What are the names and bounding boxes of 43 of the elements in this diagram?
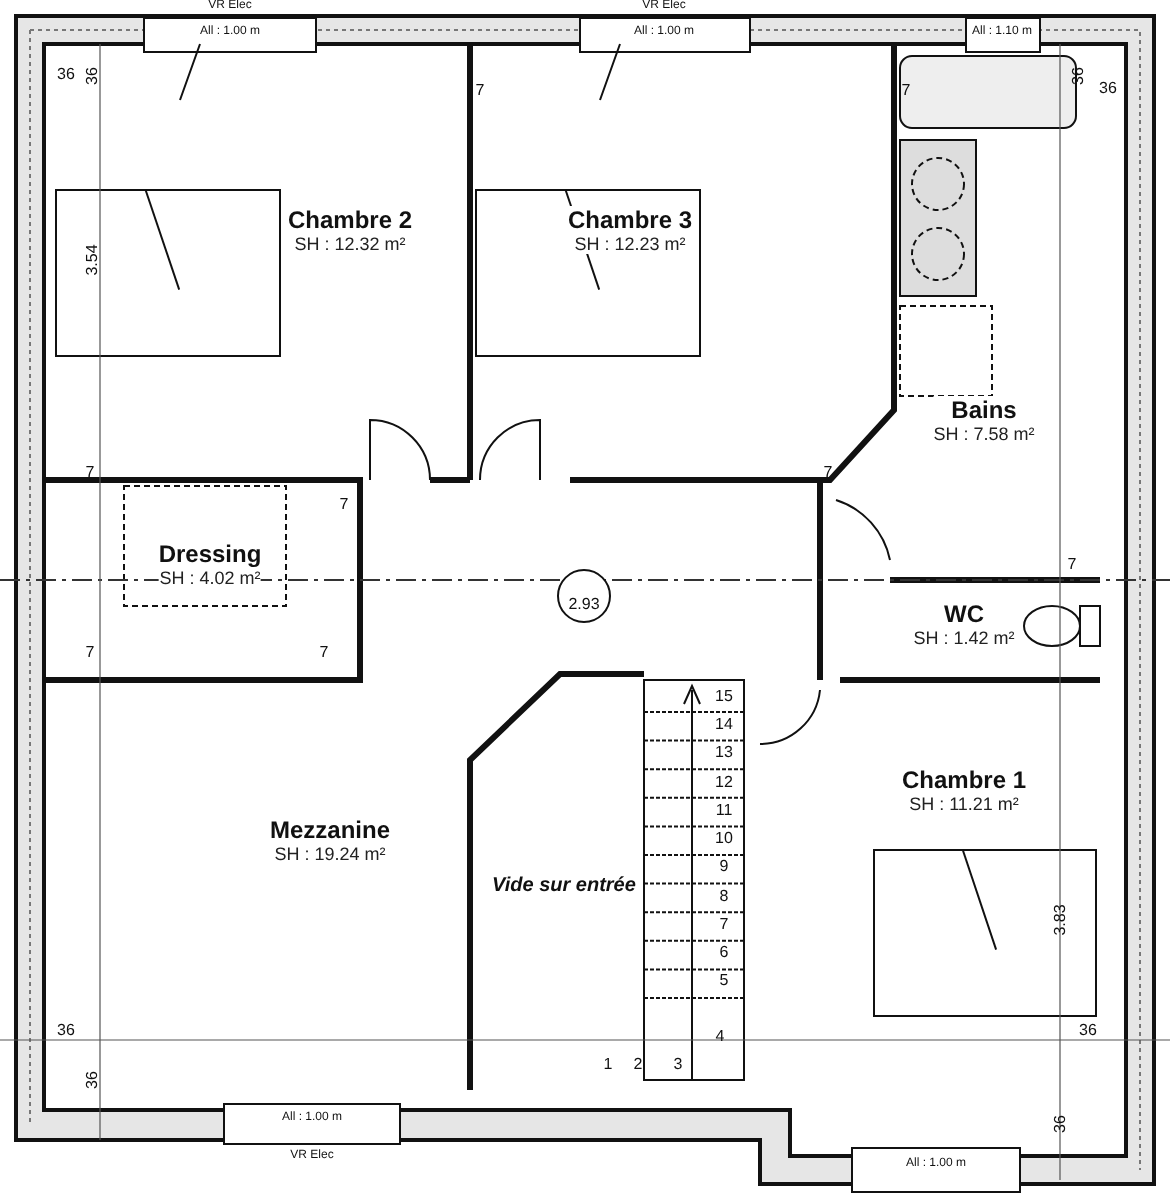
dimension-label: 7 — [901, 81, 911, 99]
room-name: Mezzanine — [270, 816, 390, 844]
step-number: 2 — [633, 1055, 643, 1073]
dimension-label: 7 — [319, 643, 329, 661]
dimension-label: 7 — [475, 81, 485, 99]
step-number: 7 — [719, 915, 729, 933]
dimension-label: 7 — [85, 463, 95, 481]
dimension-label: 36 — [1079, 1021, 1097, 1039]
step-number: 14 — [715, 715, 733, 733]
dimension-label: 36 — [83, 67, 101, 85]
dimension-label: 36 — [1051, 1115, 1069, 1133]
step-number: 6 — [719, 943, 729, 961]
dimension-label: 36 — [83, 1071, 101, 1089]
step-number: 15 — [715, 687, 733, 705]
dimension-label: 3.54 — [83, 244, 101, 276]
room-area: SH : 4.02 m² — [158, 568, 262, 588]
step-number: 4 — [715, 1027, 725, 1045]
room-name: Chambre 3 — [567, 206, 693, 234]
step-number: 9 — [719, 857, 729, 875]
room-name: Chambre 2 — [287, 206, 413, 234]
dimension-label: 7 — [339, 495, 349, 513]
dimension-label: 7 — [85, 643, 95, 661]
dimension-label: 36 — [1099, 79, 1117, 97]
room-name: Chambre 1 — [901, 766, 1027, 794]
dimension-label: 36 — [57, 65, 75, 83]
room-area: SH : 1.42 m² — [913, 628, 1015, 648]
step-number: 13 — [715, 743, 733, 761]
step-number: 8 — [719, 887, 729, 905]
room-area: SH : 7.58 m² — [933, 424, 1035, 444]
step-number: 1 — [603, 1055, 613, 1073]
dimension-label: 7 — [1067, 555, 1077, 573]
level-label: 2.93 — [568, 595, 600, 613]
step-number: 3 — [673, 1055, 683, 1073]
room-name: Vide sur entrée — [492, 875, 636, 897]
step-number: 10 — [715, 829, 733, 847]
step-number: 5 — [719, 971, 729, 989]
dimension-label: 36 — [57, 1021, 75, 1039]
dimension-label: 3.83 — [1051, 904, 1069, 936]
dimension-label: 7 — [823, 463, 833, 481]
step-number: 12 — [715, 773, 733, 791]
step-number: 11 — [715, 801, 733, 819]
room-area: SH : 19.24 m² — [270, 844, 390, 864]
room-name: Dressing — [158, 540, 262, 568]
